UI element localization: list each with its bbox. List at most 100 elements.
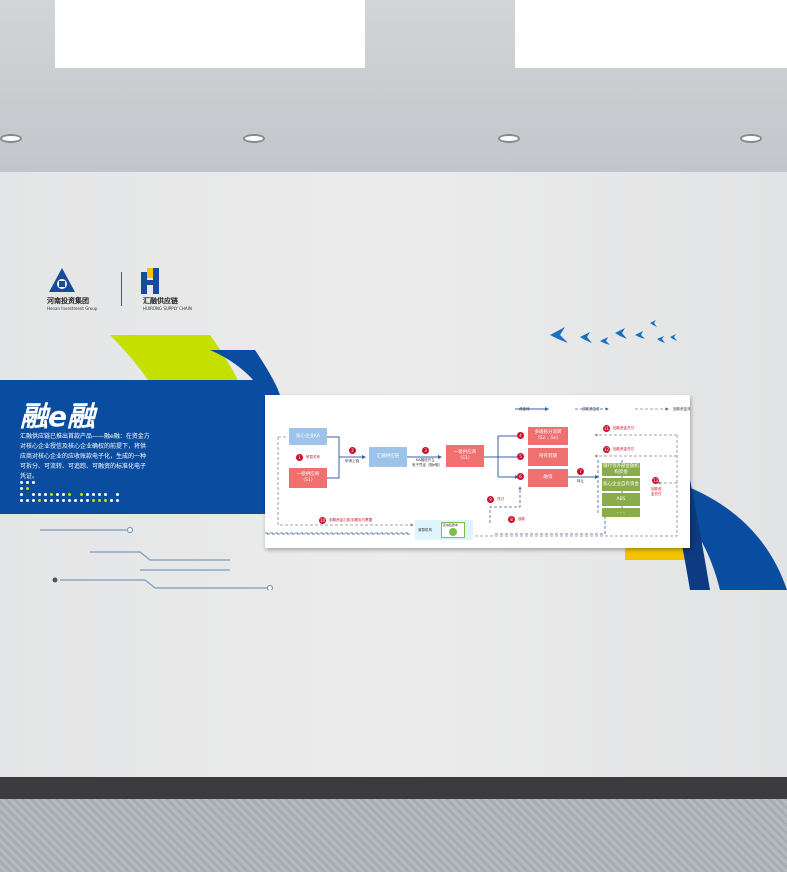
dot: [116, 499, 119, 502]
step-7: 7: [577, 468, 584, 475]
dot: [20, 487, 23, 490]
step-9: 9: [487, 496, 494, 503]
step-7-label: 转让: [577, 479, 584, 483]
spotlight: [0, 134, 22, 143]
product-panel: [0, 380, 265, 514]
step-3-label-b: 电子凭证（融e融）: [412, 463, 443, 467]
step-2-label: 申请上链: [345, 459, 359, 463]
step-10-label: 到期资金汇款/到期支付票据: [329, 518, 373, 522]
huirong-logo-icon: [141, 268, 159, 294]
hold-box: 持有到期: [528, 448, 568, 466]
funder-box: ……: [602, 508, 640, 517]
step-1-label: 贸易关系: [306, 455, 320, 459]
step-13-label: 回款资金兑付: [651, 487, 662, 496]
dot: [92, 493, 95, 496]
step-8-label: 放款: [518, 517, 525, 521]
dot: [56, 493, 59, 496]
dot: [68, 499, 71, 502]
clearing-label: 清算机构: [418, 528, 432, 532]
finance-box: 融资: [528, 469, 568, 487]
dot: [80, 499, 83, 502]
funder-box: ABS: [602, 493, 640, 506]
step-13: 13: [652, 477, 659, 484]
blockchain-icon: [449, 528, 457, 536]
dot: [20, 493, 23, 496]
funder-box: 核心企业自有资金: [602, 478, 640, 491]
dot: [26, 481, 29, 484]
dot: [86, 493, 89, 496]
henan-logo-en: Henan Investment Group: [47, 306, 98, 311]
step-11-label: 回款资金兑付: [613, 426, 634, 430]
dot: [38, 499, 41, 502]
supplier-s1-box: 一级供应商（S1）: [289, 468, 327, 488]
dot: [56, 499, 59, 502]
dot: [104, 493, 107, 496]
baseboard: [0, 777, 787, 799]
spotlight: [740, 134, 762, 143]
dot: [20, 481, 23, 484]
dot: [38, 493, 41, 496]
product-description: 汇融供应链已推出首款产品——融e融：在资金方对核心企业授信及核心企业确权的前提下…: [20, 433, 150, 480]
spotlight: [498, 134, 520, 143]
dot: [50, 499, 53, 502]
ledger-label: 区块链账本: [443, 523, 459, 527]
flow-diagram-panel: 核心企业KA 一级供应商（S1） 汇融供应链 一级供应商（S1） 多级拆分流转（…: [265, 395, 691, 548]
logo-divider: [121, 272, 122, 306]
legend-repay-flow: 回款资金流: [673, 407, 691, 411]
henan-logo-icon: [49, 268, 75, 292]
huirong-logo-name: 汇融供应链: [143, 297, 178, 305]
floor: [0, 799, 787, 872]
dot: [32, 493, 35, 496]
step-4: 4: [517, 432, 524, 439]
step-5: 5: [517, 453, 524, 460]
supplier-s1-mid-box: 一级供应商（S1）: [446, 445, 484, 467]
huirong-logo-en: HUIRONG SUPPLY CHAIN: [143, 306, 192, 311]
dot: [116, 493, 119, 496]
step-8: 8: [508, 516, 515, 523]
dot: [86, 499, 89, 502]
henan-investment-logo: 河南投资集团 Henan Investment Group: [47, 266, 97, 311]
dot: [98, 499, 101, 502]
legend-loan-flow: 放款资金流: [582, 407, 600, 411]
step-12: 12: [603, 446, 610, 453]
step-10: 10: [319, 517, 326, 524]
step-3-label-a: KA融信开立: [416, 458, 435, 462]
dot: [26, 487, 29, 490]
dot: [62, 499, 65, 502]
dot: [74, 499, 77, 502]
dot: [32, 499, 35, 502]
core-enterprise-box: 核心企业KA: [289, 428, 327, 445]
step-9-label: 兑付: [497, 497, 504, 501]
huirong-logo: 汇融供应链 HUIRONG SUPPLY CHAIN: [135, 266, 192, 311]
dot: [20, 499, 23, 502]
split-box: 多级拆分流转（S2....Sn）: [528, 427, 568, 445]
step-3: 3: [422, 447, 429, 454]
dot: [104, 499, 107, 502]
dot: [44, 493, 47, 496]
product-title: 融e融: [20, 400, 95, 433]
step-12-label: 回款资金兑付: [613, 447, 634, 451]
spotlight: [243, 134, 265, 143]
dot: [50, 493, 53, 496]
dot: [68, 493, 71, 496]
dot: [26, 499, 29, 502]
legend-fund-flow: 资金流: [519, 407, 530, 411]
flow-arrows: [265, 407, 678, 537]
dot: [98, 493, 101, 496]
dot: [62, 493, 65, 496]
step-6: 6: [517, 473, 524, 480]
ceiling-light-panel: [55, 0, 365, 68]
dot: [92, 499, 95, 502]
step-11: 11: [603, 425, 610, 432]
step-1: 1: [296, 454, 303, 461]
dot: [44, 499, 47, 502]
dot: [110, 499, 113, 502]
ceiling-light-panel: [515, 0, 787, 68]
dot: [80, 493, 83, 496]
birds-decoration: [550, 320, 677, 345]
step-2: 2: [349, 447, 356, 454]
platform-box: 汇融供应链: [369, 447, 407, 467]
dot: [32, 481, 35, 484]
henan-logo-name: 河南投资集团: [47, 297, 89, 305]
funder-box: 银行等外部金融机构资金: [602, 463, 640, 476]
